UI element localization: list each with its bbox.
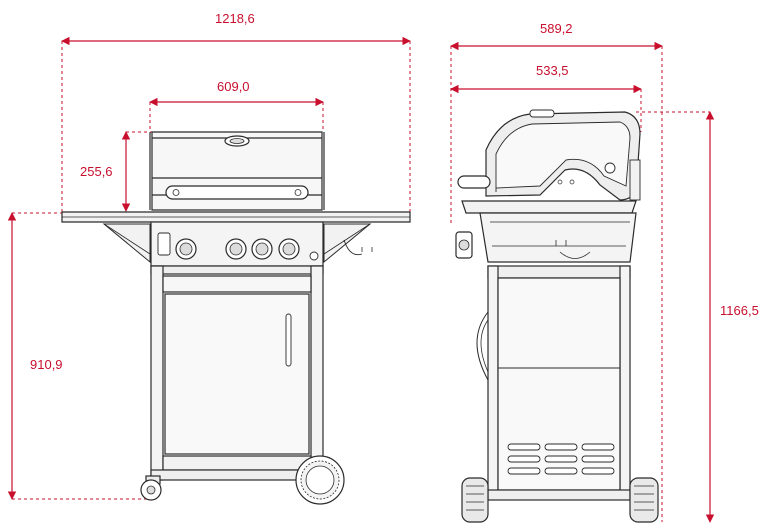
work-height-label: 910,9 [30,357,63,372]
side-cart-leg-front [487,265,499,497]
side-wheel-front [461,477,489,523]
side-cart-panel [497,277,621,491]
lid-height-label: 255,6 [80,164,113,179]
side-depth-overall-label: 589,2 [540,21,573,36]
grill-side-view [455,109,659,523]
front-lid-handle [165,185,309,200]
side-lid-handle [457,175,491,189]
body-width-label: 609,0 [217,79,250,94]
front-cabinet-door [164,293,310,455]
side-depth-body-label: 533,5 [536,63,569,78]
grill-front-view [61,131,411,505]
side-cart-leg-rear [619,265,631,497]
dimension-lines [7,36,715,523]
side-firebox [479,212,637,263]
side-shelf [461,200,637,214]
total-height-label: 1166,5 [720,303,759,318]
igniter-icon [157,232,171,256]
side-vent-slots [507,443,615,475]
side-wheel-rear [629,477,659,523]
front-cart-leg-right [310,265,324,481]
front-cart-leg-left [150,265,164,481]
door-handle [285,313,292,367]
overall-width-label: 1218,6 [215,11,255,26]
